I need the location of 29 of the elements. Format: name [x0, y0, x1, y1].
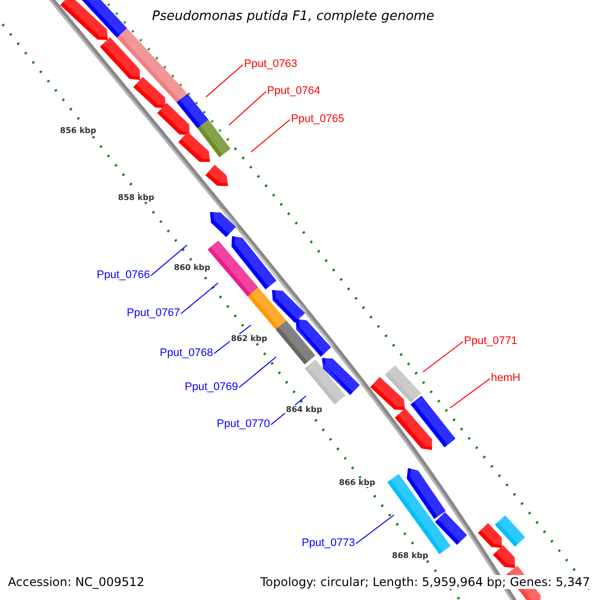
footer-text: Accession: NC_009512	[8, 575, 144, 589]
scale-label: 856 kbp	[59, 126, 98, 135]
leader-line	[180, 282, 218, 314]
scale-label: 860 kbp	[173, 263, 212, 272]
scale-label: 868 kbp	[391, 551, 430, 560]
leader-line	[228, 91, 266, 126]
leader-line	[238, 356, 276, 388]
leader-line	[150, 244, 188, 276]
gene-label: Pput_0763	[244, 58, 298, 70]
scale-label: 862 kbp	[230, 334, 268, 343]
gene-label: Pput_0766	[96, 269, 150, 281]
scale-label: 864 kbp	[285, 405, 324, 414]
scale-label: 858 kbp	[117, 193, 156, 202]
gene-label: Pput_0767	[126, 307, 180, 319]
leader-line	[206, 64, 244, 98]
leader-line	[250, 119, 290, 152]
gene-label: Pput_0768	[160, 347, 213, 359]
gene-label: Pput_0773	[302, 537, 355, 549]
title: Pseudomonas putida F1, complete genome	[152, 9, 434, 25]
gene-label: hemH	[491, 372, 520, 384]
gene-label: Pput_0765	[291, 113, 344, 125]
scale-label: 866 kbp	[338, 478, 376, 487]
gene-label: Pput_0769	[184, 381, 238, 393]
leader-line	[422, 341, 464, 372]
gene-label: Pput_0771	[464, 335, 518, 347]
gene-label: Pput_0764	[267, 85, 320, 97]
gene-label: Pput_0770	[216, 418, 270, 430]
leader-line	[356, 514, 394, 544]
leader-line	[450, 378, 490, 408]
